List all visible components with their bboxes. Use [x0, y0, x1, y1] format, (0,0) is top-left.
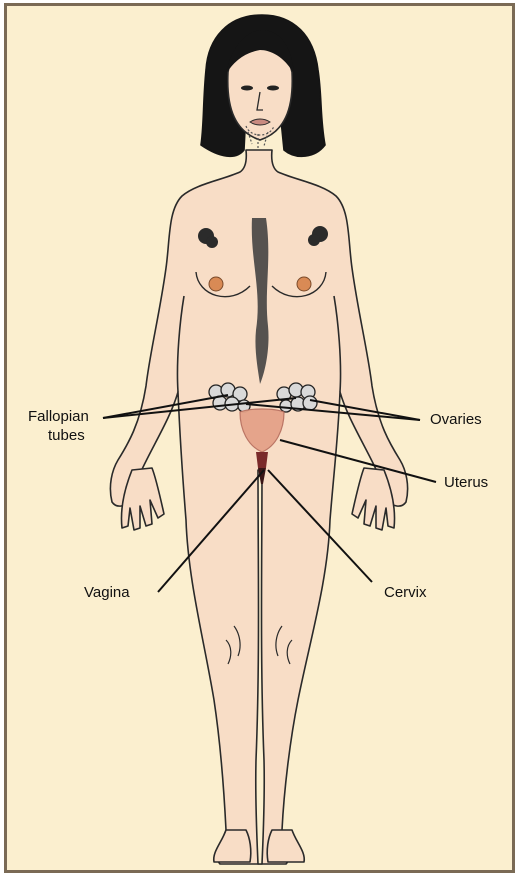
label-fallopian-tubes-line1: Fallopian	[28, 408, 89, 425]
label-cervix: Cervix	[384, 584, 427, 601]
cervix-shape	[256, 452, 268, 468]
right-areola	[297, 277, 311, 291]
right-eye	[267, 86, 279, 91]
label-ovaries: Ovaries	[430, 411, 482, 428]
mouth	[250, 119, 270, 125]
left-areola	[209, 277, 223, 291]
label-vagina: Vagina	[84, 584, 130, 601]
left-eye	[241, 86, 253, 91]
label-uterus: Uterus	[444, 474, 488, 491]
label-fallopian-tubes-line2: tubes	[48, 427, 85, 444]
